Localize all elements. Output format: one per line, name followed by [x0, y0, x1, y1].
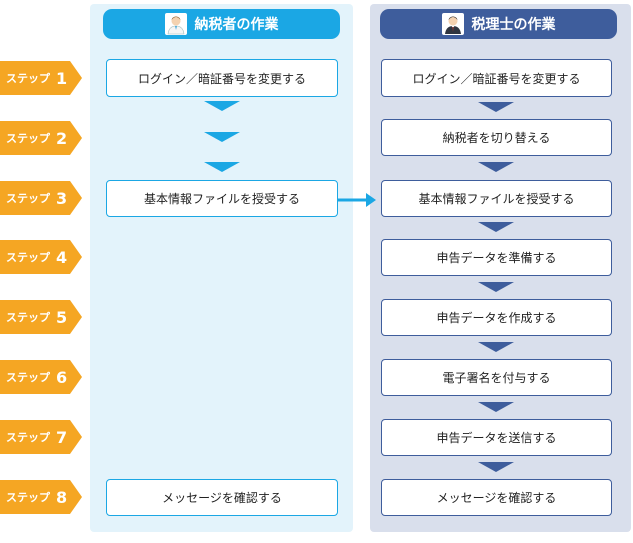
accountant-header: 税理士の作業 — [380, 9, 617, 39]
accountant-header-title: 税理士の作業 — [471, 17, 556, 33]
flow-arrow-down — [478, 462, 514, 472]
accountant-task-send-data: 申告データを送信する — [381, 419, 612, 456]
flow-arrow-down — [478, 162, 514, 172]
taxpayer-header-title: 納税者の作業 — [194, 17, 279, 33]
flow-arrow-down — [204, 162, 240, 172]
accountant-task-basic-info: 基本情報ファイルを授受する — [381, 180, 612, 217]
flow-arrow-down — [478, 102, 514, 112]
accountant-task-login: ログイン／暗証番号を変更する — [381, 59, 612, 97]
accountant-person-icon — [441, 13, 464, 35]
transfer-arrow-icon — [338, 193, 376, 207]
taxpayer-task-login: ログイン／暗証番号を変更する — [106, 59, 338, 97]
flow-arrow-down — [478, 282, 514, 292]
flow-arrow-down — [204, 132, 240, 142]
taxpayer-task-basic-info: 基本情報ファイルを授受する — [106, 180, 338, 217]
taxpayer-task-messages: メッセージを確認する — [106, 479, 338, 516]
flow-arrow-down — [204, 101, 240, 111]
flow-arrow-down — [478, 222, 514, 232]
taxpayer-person-icon — [164, 13, 187, 35]
accountant-task-messages: メッセージを確認する — [381, 479, 612, 516]
accountant-task-create-data: 申告データを作成する — [381, 299, 612, 336]
flow-arrow-down — [478, 342, 514, 352]
taxpayer-header: 納税者の作業 — [103, 9, 340, 39]
accountant-task-switch-taxpayer: 納税者を切り替える — [381, 119, 612, 156]
flow-arrow-down — [478, 402, 514, 412]
accountant-task-prepare-data: 申告データを準備する — [381, 239, 612, 276]
accountant-task-e-signature: 電子署名を付与する — [381, 359, 612, 396]
